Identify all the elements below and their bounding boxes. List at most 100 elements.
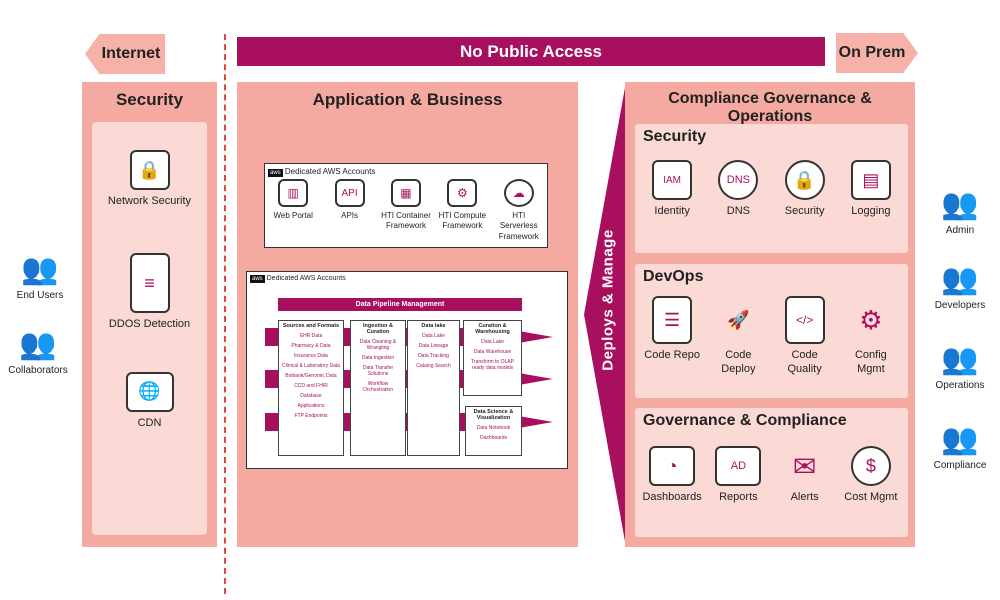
item-label: Identity bbox=[654, 205, 690, 217]
logging: ▤Logging bbox=[840, 160, 902, 218]
pipeline-column-ingestion: Ingestion & Curation Data Cleaning & Wra… bbox=[350, 320, 406, 456]
user-group-end-users: 👥 End Users bbox=[10, 255, 70, 302]
pipeline-item: Data Cleaning & Wrangling bbox=[359, 339, 397, 351]
server-icon: ≡ bbox=[129, 253, 170, 314]
card-label: Dedicated AWS Accounts bbox=[266, 275, 346, 282]
cost-icon: $ bbox=[850, 446, 891, 486]
users-icon: 👥 bbox=[941, 423, 979, 456]
on-prem-label: On Prem bbox=[838, 44, 906, 61]
user-label: Developers bbox=[934, 300, 986, 311]
pipeline-item: Applications bbox=[297, 403, 325, 409]
app-title: Application & Business bbox=[312, 90, 503, 109]
pipeline-item: EHR Data bbox=[299, 333, 323, 339]
column-title: Ingestion & Curation bbox=[363, 323, 393, 335]
cdn: 🌐 CDN bbox=[92, 371, 207, 430]
item-label: Code Repo bbox=[644, 349, 700, 361]
network-security: 🔒Network Security bbox=[92, 150, 207, 208]
user-group-operations: 👥 Operations bbox=[930, 345, 990, 392]
config-mgmt: ⚙ Config Mgmt bbox=[840, 296, 902, 377]
security-panel: Security 🔒Network Security ≡ DDOS Detecti… bbox=[82, 82, 217, 547]
dashboards: ◔ Dashboards bbox=[641, 446, 703, 504]
api-icon: API bbox=[334, 179, 365, 207]
item-label: HTI Compute Framework bbox=[438, 211, 487, 231]
pipeline-item: Clinical & Laboratory Data bbox=[281, 363, 341, 369]
card-label: Dedicated AWS Accounts bbox=[284, 167, 376, 176]
section-title: Security bbox=[643, 128, 707, 145]
code-quality: </>Code Quality bbox=[774, 296, 836, 377]
identity: IAM Identity bbox=[641, 160, 703, 218]
serverless-framework: ☁ HTI Serverless Framework bbox=[493, 179, 545, 242]
user-group-compliance: 👥 Compliance bbox=[930, 425, 990, 472]
compliance-title: Compliance Governance & Operations bbox=[668, 90, 872, 125]
code-repo: ☰ Code Repo bbox=[641, 296, 703, 377]
item-label: DDOS Detection bbox=[108, 318, 191, 331]
boundary-divider bbox=[224, 34, 226, 594]
devops-section: DevOps ☰ Code Repo 🚀 Code Deploy </>Code Q… bbox=[635, 264, 908, 398]
container-framework: ▦HTI Container Framework bbox=[380, 179, 432, 242]
rocket-icon: 🚀 bbox=[727, 309, 750, 330]
pipeline-column-visualization: Data Science & Visualization Data Notebo… bbox=[465, 406, 522, 456]
security: 🔒Security bbox=[774, 160, 836, 218]
user-label: Collaborators bbox=[8, 365, 68, 376]
user-label: Compliance bbox=[933, 460, 987, 471]
lock-icon: 🔒 bbox=[784, 160, 825, 200]
pipeline-item: Data Lineage bbox=[418, 343, 449, 349]
iam-icon: IAM bbox=[652, 160, 693, 200]
alerts: ✉Alerts bbox=[774, 446, 836, 504]
pipeline-item: CCD and FHIR bbox=[294, 383, 328, 389]
gears-icon: ⚙ bbox=[859, 304, 883, 335]
cloud-icon: ☁ bbox=[503, 179, 534, 207]
item-label: DNS bbox=[726, 205, 750, 217]
user-label: End Users bbox=[16, 290, 64, 301]
pipeline-item: Pharmacy & Data bbox=[291, 343, 331, 349]
monitor-icon: ▥ bbox=[278, 179, 309, 207]
repo-icon: ☰ bbox=[652, 296, 693, 344]
users-icon: 👥 bbox=[21, 253, 59, 286]
dashboard-icon: ◔ bbox=[649, 446, 696, 486]
pipeline-item: Workflow Orchestration bbox=[362, 381, 393, 393]
report-icon: AD bbox=[715, 446, 762, 486]
users-icon: 👥 bbox=[941, 263, 979, 296]
pipeline-item: Data Lake bbox=[422, 333, 445, 339]
column-title: Sources and Formats bbox=[282, 323, 340, 329]
item-label: CDN bbox=[137, 416, 162, 429]
item-label: Config Mgmt bbox=[854, 349, 887, 376]
users-icon: 👥 bbox=[941, 343, 979, 376]
code-deploy: 🚀 Code Deploy bbox=[707, 296, 769, 377]
item-label: Code Deploy bbox=[721, 349, 756, 376]
column-title: Data lake bbox=[421, 323, 446, 329]
pipeline-item: Catalog Search bbox=[416, 363, 451, 369]
deploys-manage-label: Deploys & Manage bbox=[599, 229, 617, 371]
reports: AD Reports bbox=[707, 446, 769, 504]
dns-icon: DNS bbox=[718, 160, 759, 200]
aws-logo: aws bbox=[250, 275, 265, 283]
pipeline-item: Data Notebook bbox=[476, 425, 511, 431]
item-label: HTI Serverless Framework bbox=[498, 211, 539, 241]
pipeline-banner: Data Pipeline Management bbox=[278, 298, 522, 311]
item-label: Reports bbox=[719, 491, 758, 503]
section-title: DevOps bbox=[643, 268, 704, 285]
column-title: Data Science & Visualization bbox=[473, 409, 514, 421]
user-label: Admin bbox=[945, 225, 975, 236]
pipeline-item: Data Transfer Solutions bbox=[362, 365, 394, 377]
user-group-admin: 👥Admin bbox=[930, 190, 990, 237]
item-label: Logging bbox=[851, 205, 891, 217]
pipeline-item: Insurance Data bbox=[294, 353, 328, 359]
user-group-developers: 👥 Developers bbox=[930, 265, 990, 312]
code-icon: </> bbox=[784, 296, 825, 344]
column-title: Curation & Warehousing bbox=[475, 323, 510, 335]
compute-icon: ⚙ bbox=[447, 179, 478, 207]
security-title: Security bbox=[115, 90, 184, 109]
no-public-access-banner: No Public Access bbox=[237, 37, 825, 66]
item-label: Dashboards bbox=[642, 491, 702, 503]
globe-monitor-icon: 🌐 bbox=[125, 371, 174, 412]
compute-framework: ⚙ HTI Compute Framework bbox=[436, 179, 488, 242]
pipeline-item: Biobank/Genomic Data bbox=[285, 373, 337, 379]
user-label: Operations bbox=[935, 380, 985, 391]
pipeline-item: Data Ingestion bbox=[361, 355, 395, 361]
